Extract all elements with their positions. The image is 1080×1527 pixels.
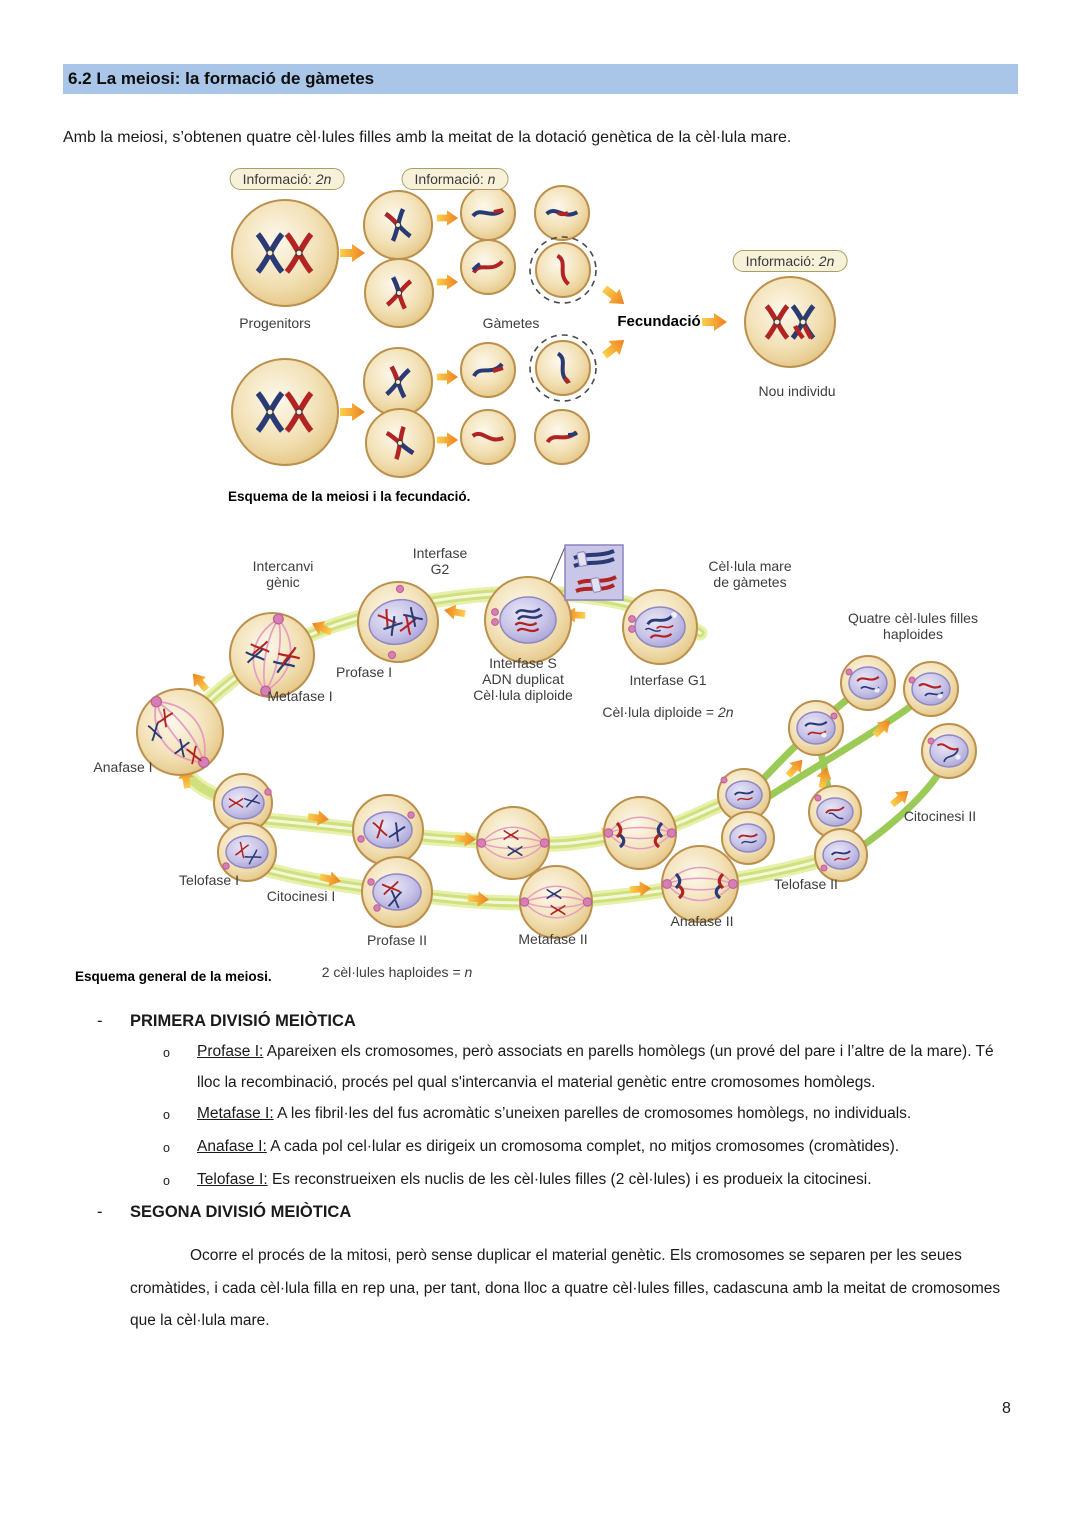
cell-anafase-1 — [136, 684, 224, 780]
cell-metafase-1 — [229, 610, 315, 700]
figure-meiosi-fecundacio — [231, 185, 836, 478]
cell-telofase-2b — [808, 785, 868, 882]
meiosis-diagrams — [136, 185, 977, 939]
badge-informacio-2n-nou: Informació: 2n — [732, 250, 848, 272]
label-intercanvi-genic: Intercanvi gènic — [252, 558, 314, 591]
cell-nou-individu — [744, 276, 836, 368]
cell-gamete-selected — [529, 334, 597, 402]
list-item-anafase-i: o Anafase I: A cada pol cel·lular es dir… — [163, 1131, 1013, 1164]
cell-metafase-2b — [519, 865, 593, 939]
section-header-title: 6.2 La meiosi: la formació de gàmetes — [68, 69, 375, 88]
caption-figure-1: Esquema de la meiosi i la fecundació. — [228, 489, 471, 504]
label-quatre-filles: Quatre cèl·lules filles haploides — [848, 610, 978, 643]
badge-informacio-n-gametes: Informació: n — [401, 168, 509, 190]
label-gametes: Gàmetes — [482, 315, 540, 331]
cell-meiosis1-b — [364, 258, 434, 328]
label-fecundacio: Fecundació — [617, 313, 701, 330]
cell-gamete — [460, 185, 516, 241]
first-division-title: - PRIMERA DIVISIÓ MEIÒTICA — [97, 1006, 1013, 1036]
cell-interfase-s — [484, 544, 624, 664]
cell-filla-2 — [903, 661, 959, 717]
label-telofase-ii: Telofase II — [774, 876, 838, 892]
cell-metafase-2a — [476, 806, 550, 880]
dash-bullet: - — [97, 1203, 103, 1221]
label-interfase-g2: Interfase G2 — [412, 545, 468, 578]
list-item-metafase-i: o Metafase I: A les fibril·les del fus a… — [163, 1098, 1013, 1131]
cell-anafase-2a — [603, 796, 677, 870]
content-list: - PRIMERA DIVISIÓ MEIÒTICA o Profase I: … — [63, 1006, 1013, 1338]
label-profase-i: Profase I — [335, 664, 393, 680]
cell-filla-1 — [840, 655, 896, 711]
chromosome-inset — [564, 544, 624, 601]
cell-mare-gametes — [622, 589, 698, 665]
caption-figure-2: Esquema general de la meiosi. — [75, 969, 272, 984]
label-telofase-i: Telofase I — [179, 872, 239, 888]
circle-bullet: o — [163, 1174, 170, 1188]
second-division-title: - SEGONA DIVISIÓ MEIÒTICA — [97, 1197, 1013, 1227]
label-nou-individu: Nou individu — [758, 383, 836, 399]
cell-profase-2a — [352, 794, 424, 866]
cell-gamete — [460, 239, 516, 295]
label-citocinesi-i: Citocinesi I — [266, 888, 336, 904]
intro-paragraph: Amb la meiosi, s’obtenen quatre cèl·lule… — [63, 129, 792, 146]
cell-telofase-1 — [213, 773, 277, 882]
badge-informacio-2n-progenitors: Informació: 2n — [229, 168, 345, 190]
label-cellula-mare: Cèl·lula mare de gàmetes — [708, 558, 792, 591]
label-interfase-s: Interfase S ADN duplicat Cèl·lula diploi… — [473, 655, 573, 704]
circle-bullet: o — [163, 1141, 170, 1155]
label-anafase-i: Anafase I — [93, 759, 153, 775]
section-header: 6.2 La meiosi: la formació de gàmetes — [63, 64, 1018, 94]
label-progenitors: Progenitors — [239, 315, 311, 331]
cell-filla-3 — [788, 700, 844, 756]
cell-filla-4 — [921, 723, 977, 779]
cell-telofase-2a — [717, 768, 775, 865]
dash-bullet: - — [97, 1012, 103, 1030]
cell-gamete-selected — [529, 236, 597, 304]
cell-meiosis1-a — [363, 190, 433, 260]
cell-gamete — [534, 409, 590, 465]
circle-bullet: o — [163, 1046, 170, 1060]
page-number: 8 — [1002, 1400, 1011, 1417]
figure-meiosi-general — [136, 544, 977, 939]
cell-profase-1 — [357, 581, 439, 663]
cell-gamete — [460, 342, 516, 398]
label-profase-ii: Profase II 2 cèl·lules haploides = n — [321, 932, 473, 981]
cell-anafase-2b — [661, 845, 739, 923]
label-interfase-g1: Interfase G1 Cèl·lula diploide = 2n — [602, 672, 734, 721]
label-metafase-ii: Metafase II — [518, 931, 588, 947]
circle-bullet: o — [163, 1108, 170, 1122]
cell-meiosis1-d — [365, 408, 435, 478]
cell-gamete — [460, 409, 516, 465]
cell-progenitor-2 — [231, 358, 339, 466]
label-citocinesi-ii: Citocinesi II — [903, 808, 977, 824]
label-anafase-ii: Anafase II — [670, 913, 734, 929]
list-item-profase-i: o Profase I: Apareixen els cromosomes, p… — [163, 1036, 1013, 1098]
cell-gamete — [534, 185, 590, 241]
cell-profase-2b — [361, 856, 433, 928]
second-division-paragraph: Ocorre el procés de la mitosi, però sens… — [130, 1247, 1001, 1329]
cell-progenitor-1 — [231, 199, 339, 307]
label-metafase-i: Metafase I — [267, 688, 333, 704]
cell-meiosis1-c — [363, 347, 433, 417]
list-item-telofase-i: o Telofase I: Es reconstrueixen els nucl… — [163, 1164, 1013, 1197]
